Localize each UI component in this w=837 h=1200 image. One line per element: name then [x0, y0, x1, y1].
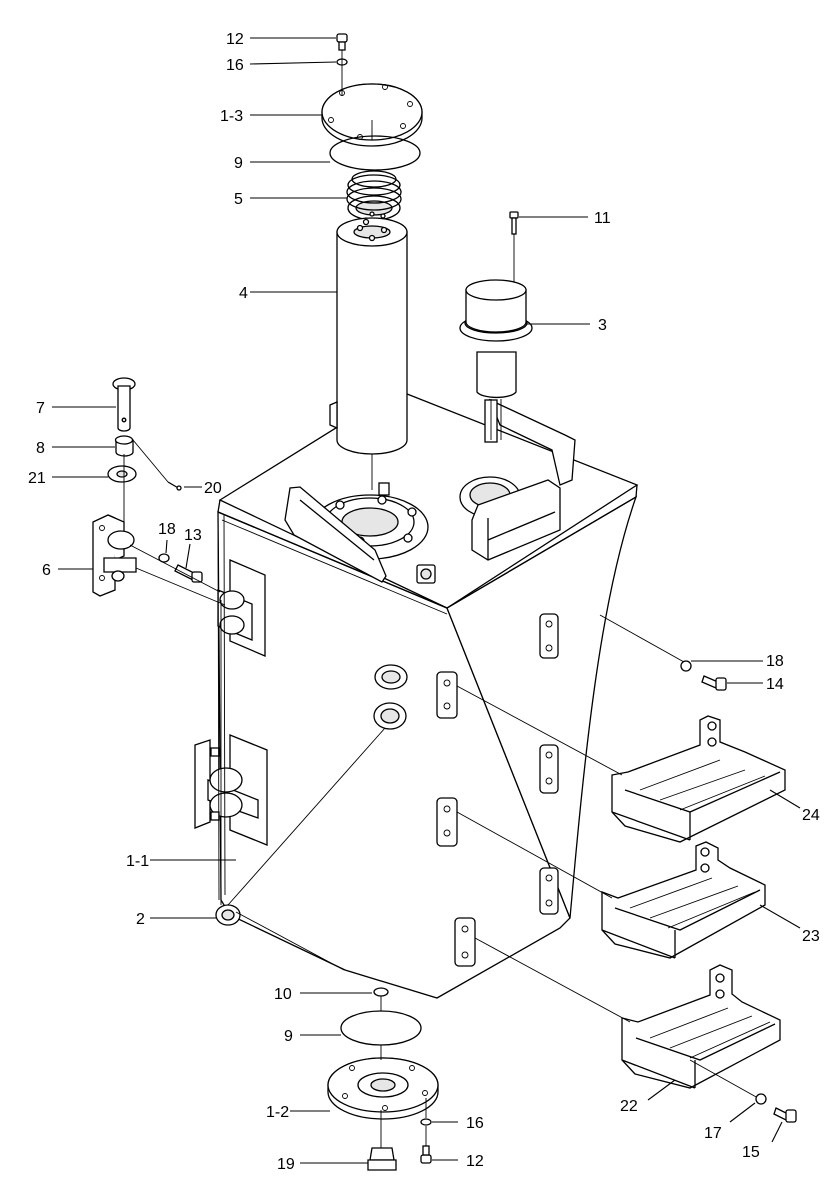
top-assembly-axis	[341, 50, 373, 490]
step-mount-pads	[436, 613, 559, 967]
callout-11: 11	[594, 210, 611, 227]
drain-plug-19	[367, 1147, 397, 1171]
callout-10: 10	[274, 986, 292, 1003]
callout-18-left: 18	[158, 521, 176, 538]
callout-9-top: 9	[234, 155, 243, 172]
bracket-6	[92, 514, 137, 597]
spring-5	[346, 170, 402, 225]
leader-lines	[52, 37, 801, 1164]
body-edge-line	[217, 511, 226, 901]
bolt-12-bottom	[420, 1145, 432, 1164]
o-ring-9-bottom	[340, 1010, 422, 1046]
callout-16-top: 16	[226, 57, 244, 74]
bolt-15	[773, 1107, 797, 1123]
callout-18-right: 18	[766, 653, 784, 670]
upper-hinge	[217, 559, 266, 657]
breather-flange	[459, 398, 576, 561]
callout-16-bottom: 16	[466, 1115, 484, 1132]
washer-18-left	[158, 553, 170, 563]
step-24	[611, 715, 786, 843]
split-pin-20	[167, 481, 182, 491]
o-ring-10	[373, 987, 389, 997]
callout-19: 19	[277, 1156, 295, 1173]
strainer-flange	[284, 486, 429, 583]
callout-21: 21	[28, 470, 46, 487]
callout-13: 13	[184, 527, 202, 544]
step-leaders	[456, 614, 759, 1099]
callout-12-bottom: 12	[466, 1153, 484, 1170]
step-22	[621, 964, 781, 1089]
callout-15: 15	[742, 1144, 760, 1161]
top-plug	[378, 482, 436, 584]
callout-labels: 12 16 1-3 9 5 11 4 3 7 8 21 20 18 13 6 1…	[28, 31, 820, 1173]
strainer-4	[329, 217, 408, 455]
port-fittings	[373, 664, 408, 730]
callout-14: 14	[766, 676, 784, 693]
pin-7	[112, 377, 136, 432]
pin-axis	[123, 439, 169, 530]
drain-cover-1-2	[327, 1057, 439, 1120]
callout-5: 5	[234, 191, 243, 208]
tank-body	[217, 389, 639, 999]
callout-1-1: 1-1	[126, 853, 149, 870]
callout-3: 3	[598, 317, 607, 334]
breather-3	[459, 279, 533, 440]
callout-17: 17	[704, 1125, 722, 1142]
callout-1-2: 1-2	[266, 1104, 289, 1121]
fitting-2	[215, 600, 386, 971]
callout-23: 23	[802, 928, 820, 945]
bushing-8	[114, 435, 134, 457]
callout-20: 20	[204, 480, 222, 497]
callout-6: 6	[42, 562, 51, 579]
washer-18-right	[680, 660, 692, 672]
bottom-axis	[380, 996, 427, 1148]
callout-12-top: 12	[226, 31, 244, 48]
callout-1-3: 1-3	[220, 108, 243, 125]
callout-8: 8	[36, 440, 45, 457]
callout-22: 22	[620, 1098, 638, 1115]
step-23	[601, 841, 766, 959]
washer-16-bottom	[420, 1118, 432, 1126]
bolt-12-top	[336, 33, 348, 51]
callout-9-bottom: 9	[284, 1028, 293, 1045]
lower-hinge	[194, 734, 268, 846]
o-ring-9-top	[329, 135, 421, 171]
washer-17	[755, 1093, 767, 1105]
bracket-leaders	[129, 544, 226, 606]
bolt-13	[174, 564, 203, 583]
callout-2: 2	[136, 911, 145, 928]
callout-24: 24	[802, 807, 820, 824]
callout-4: 4	[239, 285, 248, 302]
callout-7: 7	[36, 400, 45, 417]
washer-21	[107, 465, 137, 483]
bolt-14	[701, 675, 727, 691]
